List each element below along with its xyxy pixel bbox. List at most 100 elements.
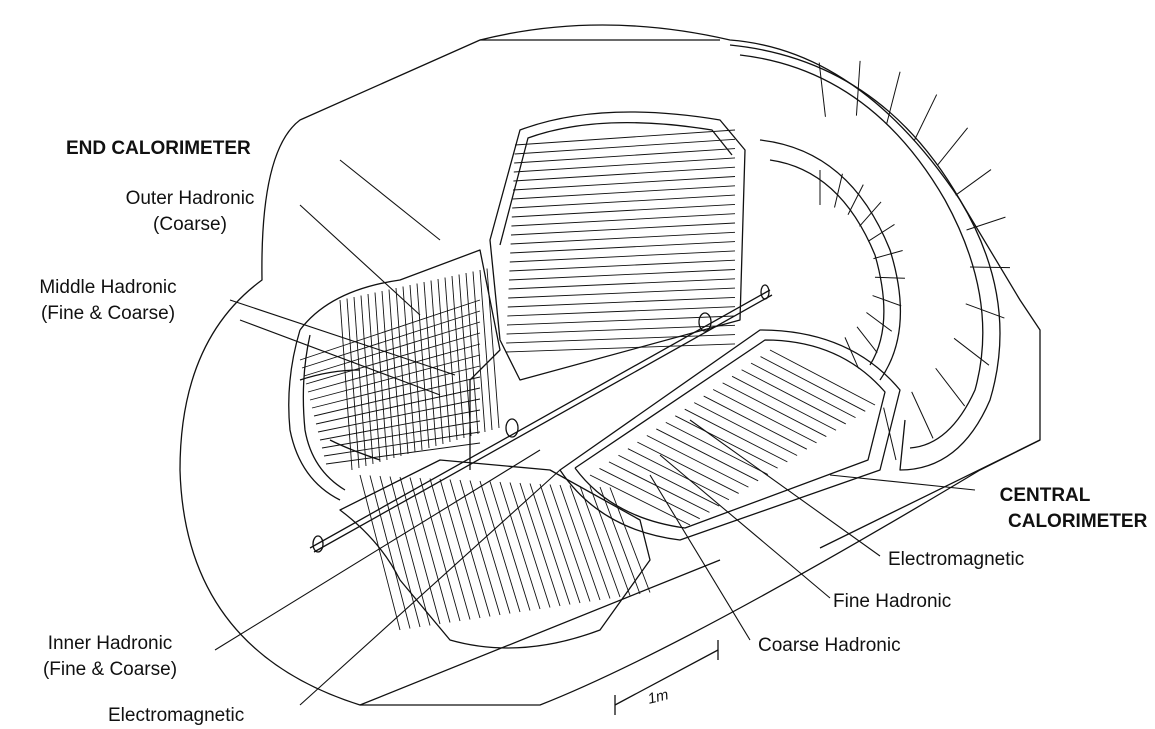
end-plate-line bbox=[360, 295, 374, 465]
end-plate-line bbox=[479, 269, 493, 431]
end-lower-modules bbox=[339, 459, 651, 649]
barrel-bottom-plate-line bbox=[703, 395, 808, 450]
end-inner-plate-line bbox=[323, 431, 481, 457]
label-coarse-hadronic: Coarse Hadronic bbox=[758, 635, 901, 656]
barrel-top-plate-line bbox=[510, 241, 736, 254]
wheel-spoke-line bbox=[856, 326, 878, 353]
left-end-cap bbox=[288, 249, 501, 501]
end-lower-plate-line bbox=[479, 480, 521, 613]
barrel-top-plate-line bbox=[513, 157, 736, 173]
end-plate-line bbox=[353, 296, 367, 467]
end-lower-plate-line bbox=[369, 475, 411, 629]
end-lower-plate-line bbox=[509, 482, 551, 608]
end-lower-plate-line bbox=[469, 480, 511, 614]
end-lower-plate-line bbox=[359, 474, 401, 631]
end-inner-plate-line bbox=[317, 398, 481, 433]
label-fine-hadronic: Fine Hadronic bbox=[833, 591, 952, 612]
end-lower-plate-line bbox=[559, 484, 601, 601]
label-end-electromagnetic: Electromagnetic bbox=[108, 705, 245, 726]
ring-segment-line bbox=[965, 303, 1005, 319]
wheel-spoke-line bbox=[834, 173, 843, 208]
wheel-spoke-line bbox=[872, 295, 902, 307]
ring-segment-line bbox=[969, 266, 1010, 269]
barrel-top-plate-line bbox=[509, 259, 736, 272]
beam-pipe bbox=[309, 284, 773, 553]
label-inner-hadronic-sub: (Fine & Coarse) bbox=[42, 659, 178, 680]
barrel-top-plate-line bbox=[506, 324, 736, 335]
barrel-top-plate-line bbox=[514, 138, 736, 155]
end-plate-line bbox=[381, 290, 395, 459]
barrel-bottom-plate-line bbox=[684, 408, 788, 463]
end-plate-line bbox=[423, 281, 437, 447]
barrel-top-plate-line bbox=[512, 185, 736, 200]
end-plate-line bbox=[458, 274, 472, 437]
barrel-bottom-plate-line bbox=[589, 474, 691, 526]
label-middle-hadronic-sub: (Fine & Coarse) bbox=[40, 303, 176, 324]
barrel-bottom-plate-line bbox=[646, 435, 749, 488]
ring-segment-line bbox=[935, 367, 966, 407]
scale-bar bbox=[614, 640, 719, 715]
end-lower-plate-line bbox=[389, 476, 431, 626]
end-plate-line bbox=[444, 277, 458, 441]
end-inner-plate-line bbox=[313, 376, 481, 417]
barrel-bottom-plate-line bbox=[656, 428, 759, 482]
outer-envelope bbox=[179, 24, 1041, 706]
end-inner-plate-line bbox=[307, 343, 481, 393]
barrel-top-plate-line bbox=[508, 269, 736, 281]
barrel-bottom-plate-line bbox=[731, 375, 837, 431]
barrel-bottom-plate-line bbox=[599, 468, 700, 520]
barrel-bottom bbox=[559, 329, 901, 541]
end-plate-line bbox=[430, 280, 444, 445]
end-plate-line bbox=[402, 286, 416, 453]
end-plate-line bbox=[388, 289, 402, 457]
barrel-bottom-plate-line bbox=[722, 382, 827, 437]
barrel-top-plate-line bbox=[512, 176, 736, 191]
wheel-spoke-line bbox=[866, 312, 893, 332]
end-lower-plate-line bbox=[539, 483, 581, 604]
barrel-top bbox=[489, 111, 746, 381]
end-plate-line bbox=[409, 284, 423, 451]
ring-segment-line bbox=[883, 407, 897, 461]
end-plate-line bbox=[465, 272, 479, 435]
end-lower-plate-line bbox=[419, 477, 461, 622]
barrel-bottom-plate-line bbox=[750, 362, 856, 419]
ring-segment-line bbox=[911, 391, 934, 439]
end-inner-plate-line bbox=[299, 299, 481, 361]
wheel-spoke-line bbox=[847, 184, 864, 215]
barrel-bottom-plate-line bbox=[675, 415, 778, 469]
end-lower-plate-line bbox=[569, 485, 611, 599]
end-lower-plate-line bbox=[579, 485, 621, 598]
end-lower-plate-line bbox=[409, 477, 451, 623]
label-outer-hadronic-sub: (Coarse) bbox=[153, 214, 227, 235]
wheel-spoke-line bbox=[874, 276, 905, 279]
end-plate-line bbox=[374, 292, 388, 461]
end-inner-plate-line bbox=[319, 409, 481, 441]
end-lower-plate-line bbox=[459, 479, 501, 616]
ring-segment-line bbox=[955, 169, 992, 196]
end-inner-plate-line bbox=[303, 321, 481, 377]
barrel-top-plate-line bbox=[512, 194, 736, 209]
ring-segment-line bbox=[886, 71, 901, 124]
barrel-top-plate-line bbox=[513, 166, 736, 182]
barrel-top-plate-line bbox=[514, 129, 736, 146]
label-end-calorimeter: END CALORIMETER bbox=[66, 138, 251, 159]
barrel-top-plate-line bbox=[511, 213, 736, 227]
ring-segment-line bbox=[953, 337, 990, 366]
end-plate-line bbox=[346, 298, 360, 469]
end-lower-plate-line bbox=[429, 478, 471, 620]
barrel-top-plate-line bbox=[509, 250, 736, 263]
barrel-bottom-plate-line bbox=[694, 402, 798, 456]
end-inner-plate-line bbox=[311, 365, 481, 409]
barrel-top-plate-line bbox=[510, 231, 736, 245]
end-lower-plate-line bbox=[609, 487, 651, 593]
end-inner-plate-line bbox=[301, 310, 481, 369]
end-plate-line bbox=[339, 299, 353, 471]
barrel-bottom-plate-line bbox=[665, 421, 769, 475]
label-outer-hadronic: Outer Hadronic bbox=[125, 188, 255, 209]
end-lower-plate-line bbox=[379, 475, 421, 628]
label-central: CENTRAL bbox=[999, 485, 1091, 506]
barrel-bottom-plate-line bbox=[618, 454, 720, 507]
end-plate-line bbox=[367, 293, 381, 463]
barrel-top-plate-line bbox=[508, 287, 736, 299]
leader-lines bbox=[214, 159, 976, 706]
